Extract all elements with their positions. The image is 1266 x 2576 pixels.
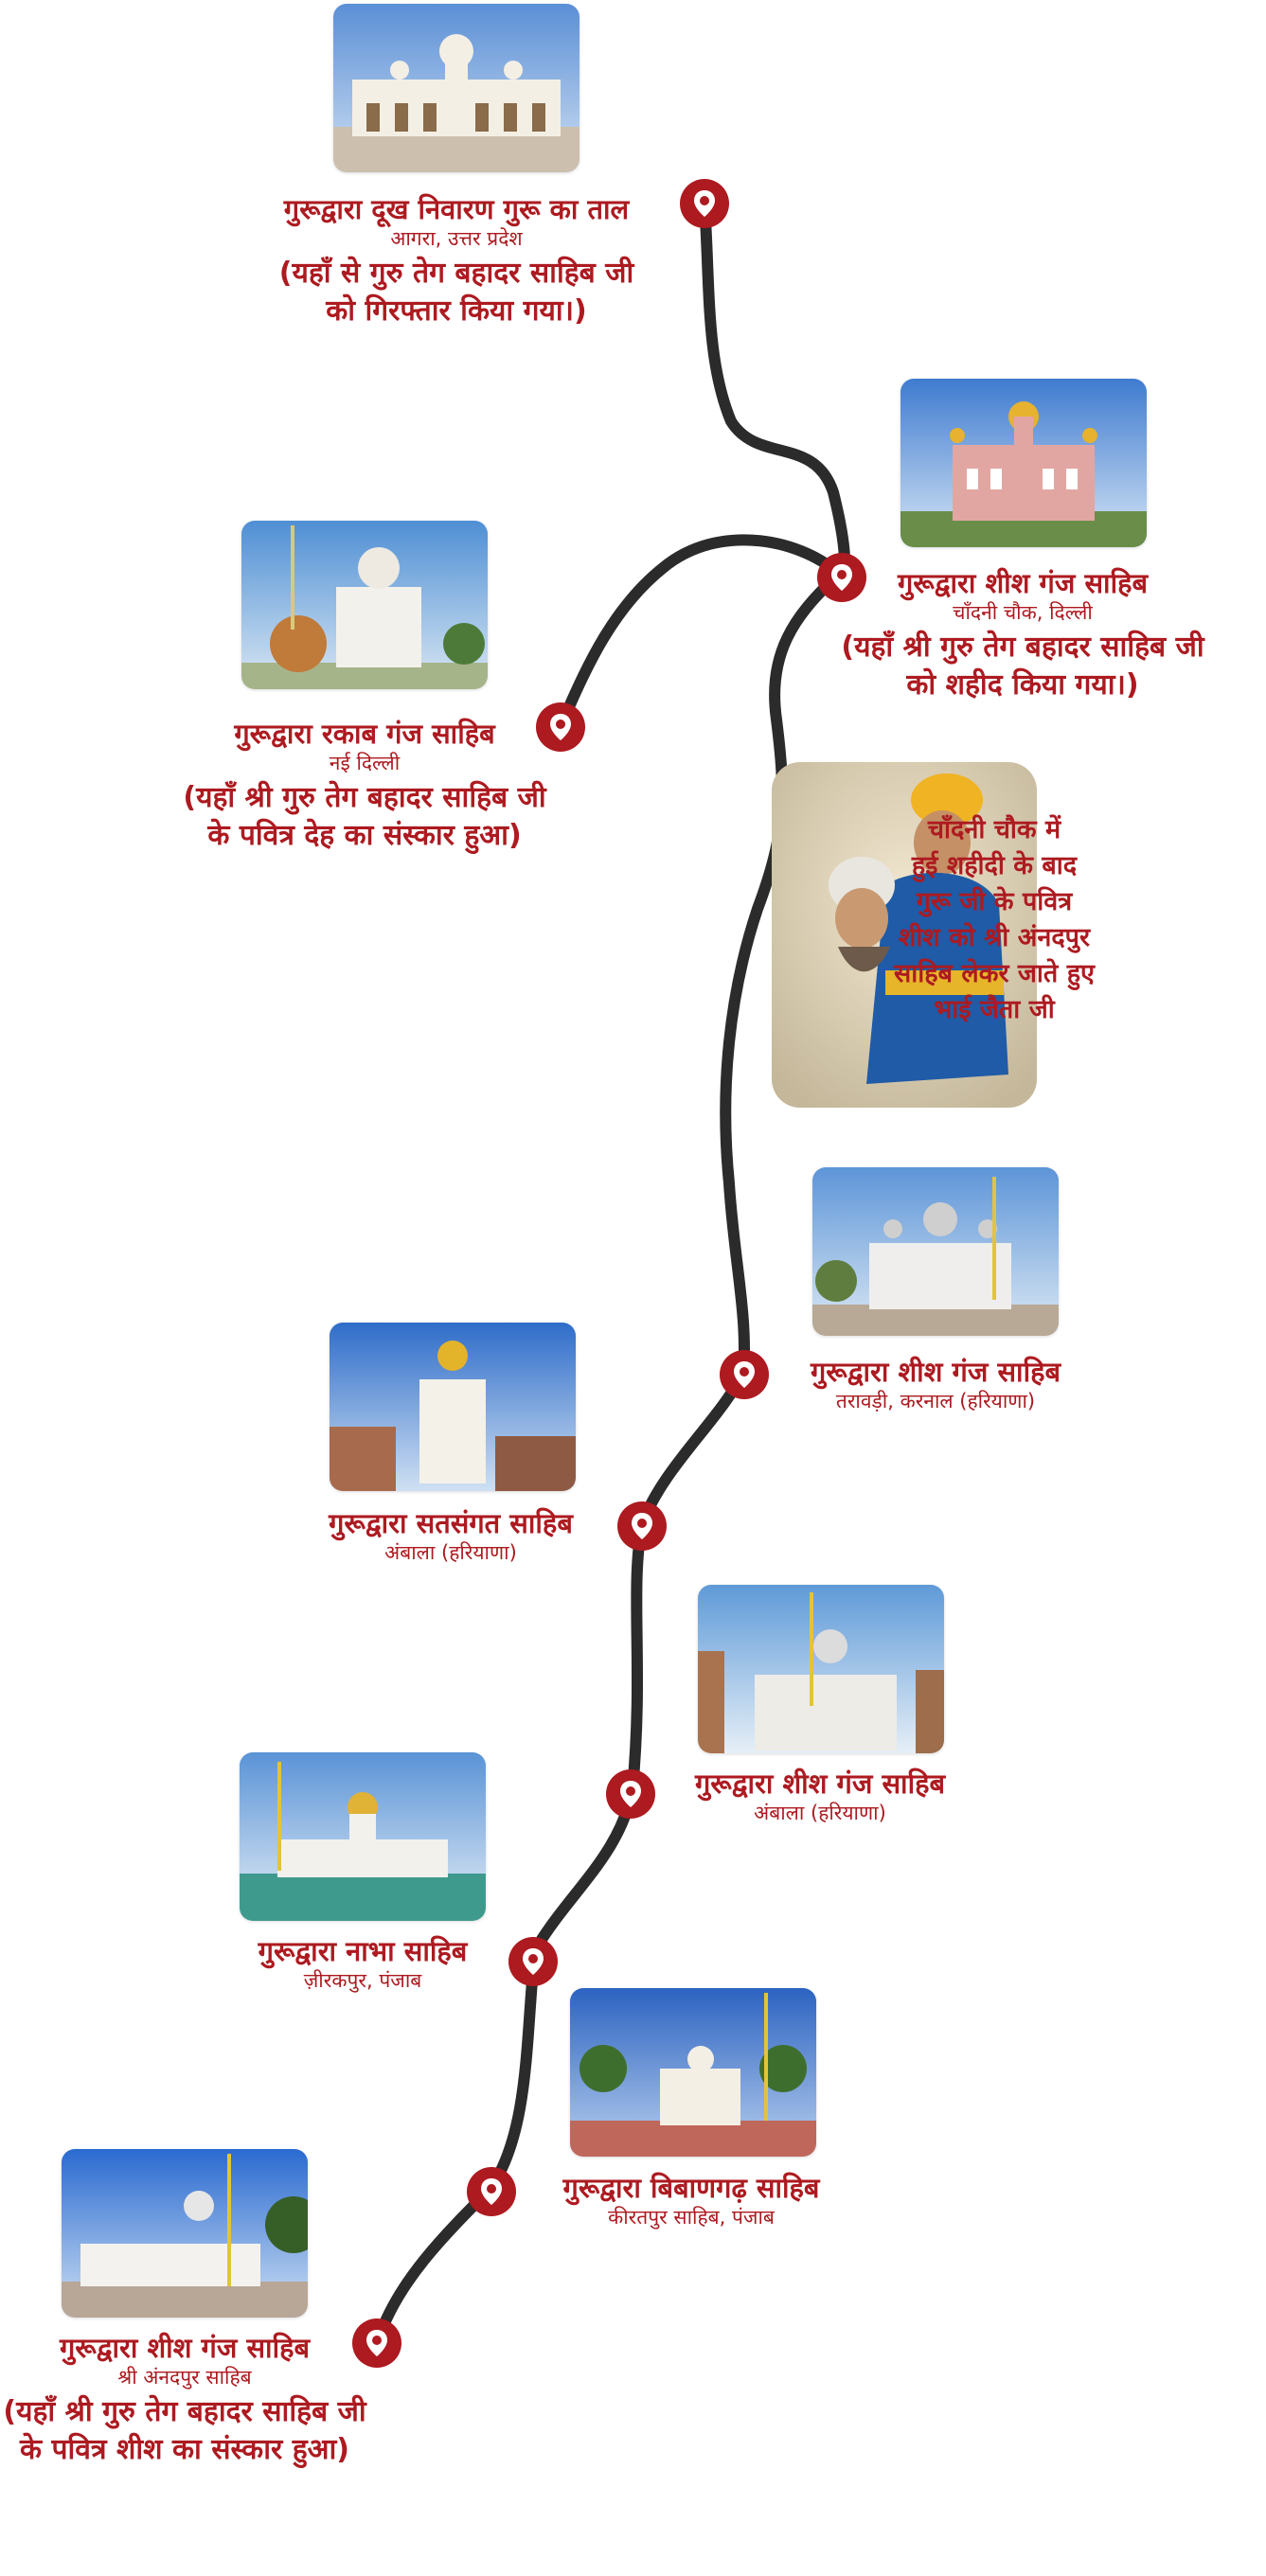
stop-place: कीरतपुर साहिब, पंजाब <box>608 2206 775 2229</box>
stop-note-line: (यहाँ से गुरु तेग बहादर साहिब जी <box>278 257 634 290</box>
story-line: साहिब लेकर जाते हुए <box>894 959 1095 988</box>
stop-note-line: के पवित्र शीश का संस्कार हुआ) <box>19 2433 350 2466</box>
photo-sheesh-ganj-taraori <box>812 1167 1059 1336</box>
stop-name: गुरूद्वारा शीश गंज साहिब <box>59 2332 311 2364</box>
stop-note-line: को गिरफ्तार किया गया।) <box>326 294 587 328</box>
stop-label: गुरूद्वारा शीश गंज साहिब श्री अंनदपुर सा… <box>3 2331 366 2469</box>
stop-note-line: को शहीद किया गया।) <box>906 668 1139 702</box>
photo-bibangarh <box>570 1988 816 2157</box>
photo-sheesh-ganj-ambala <box>698 1585 944 1753</box>
story-line: शीश को श्री अंनदपुर <box>898 923 1091 952</box>
stop-label: गुरूद्वारा शीश गंज साहिब चाँदनी चौक, दिल… <box>841 566 1204 704</box>
stop-label: गुरूद्वारा बिबाणगढ़ साहिब कीरतपुर साहिब,… <box>563 2171 820 2230</box>
photo-nabha <box>240 1752 486 1921</box>
stop-place: अंबाला (हरियाणा) <box>754 1802 886 1824</box>
photo-sheesh-ganj-anandpur <box>62 2149 308 2318</box>
pin-icon <box>465 2165 518 2218</box>
story-line: चाँदनी चौक में <box>927 815 1061 844</box>
pin-icon <box>507 1935 560 1988</box>
story-line: गुरू जी के पवित्र <box>916 887 1073 916</box>
stop-note: (यहाँ श्री गुरु तेग बहादर साहिब जी को शह… <box>841 629 1204 704</box>
stop-note: (यहाँ श्री गुरु तेग बहादर साहिब जी के पव… <box>183 779 545 855</box>
pin-icon <box>350 2317 403 2370</box>
stop-place: चाँदनी चौक, दिल्ली <box>953 601 1093 624</box>
stop-note-line: (यहाँ श्री गुरु तेग बहादर साहिब जी <box>841 631 1204 664</box>
stop-name: गुरूद्वारा नाभा साहिब <box>258 1935 468 1967</box>
stop-label: गुरूद्वारा शीश गंज साहिब अंबाला (हरियाणा… <box>695 1767 945 1825</box>
stop-label: गुरूद्वारा दूख निवारण गुरू का ताल आगरा, … <box>279 192 634 330</box>
stop-place: आगरा, उत्तर प्रदेश <box>390 227 523 250</box>
story-line: भाई जैता जी <box>934 995 1055 1024</box>
pin-icon <box>718 1348 771 1401</box>
stop-note-line: के पवित्र देह का संस्कार हुआ) <box>207 819 522 852</box>
photo-rakab-ganj <box>241 521 488 689</box>
stop-name: गुरूद्वारा सतसंगत साहिब <box>329 1507 573 1539</box>
story-caption: चाँदनी चौक में हुई शहीदी के बाद गुरू जी … <box>852 812 1136 1028</box>
pin-icon <box>534 701 587 754</box>
stop-note-line: (यहाँ श्री गुरु तेग बहादर साहिब जी <box>183 781 546 814</box>
photo-sheesh-ganj-delhi <box>900 379 1147 547</box>
stop-place: श्री अंनदपुर साहिब <box>117 2366 252 2389</box>
stop-place: नई दिल्ली <box>329 752 401 774</box>
stop-note-line: (यहाँ श्री गुरु तेग बहादर साहिब जी <box>3 2395 366 2428</box>
stop-label: गुरूद्वारा नाभा साहिब ज़ीरकपुर, पंजाब <box>259 1934 468 1993</box>
stop-place: ज़ीरकपुर, पंजाब <box>303 1969 422 1992</box>
stop-name: गुरूद्वारा रकाब गंज साहिब <box>234 718 495 750</box>
photo-dukh-niwaran <box>333 4 580 172</box>
stop-note: (यहाँ श्री गुरु तेग बहादर साहिब जी के पव… <box>3 2393 366 2469</box>
pin-icon <box>604 1768 657 1821</box>
stop-label: गुरूद्वारा शीश गंज साहिब तरावड़ी, करनाल … <box>811 1355 1061 1413</box>
bhai-jaita-painting <box>772 762 1037 1108</box>
stop-name: गुरूद्वारा शीश गंज साहिब <box>897 567 1149 599</box>
stop-name: गुरूद्वारा शीश गंज साहिब <box>810 1356 1061 1388</box>
stop-name: गुरूद्वारा बिबाणगढ़ साहिब <box>562 2172 820 2204</box>
stop-note: (यहाँ से गुरु तेग बहादर साहिब जी को गिरफ… <box>279 255 634 330</box>
stop-label: गुरूद्वारा सतसंगत साहिब अंबाला (हरियाणा) <box>329 1506 573 1565</box>
stop-label: गुरूद्वारा रकाब गंज साहिब नई दिल्ली (यहा… <box>183 717 545 855</box>
story-line: हुई शहीदी के बाद <box>911 851 1078 880</box>
stop-name: गुरूद्वारा दूख निवारण गुरू का ताल <box>283 193 630 225</box>
pin-icon <box>615 1500 669 1553</box>
stop-place: तरावड़ी, करनाल (हरियाणा) <box>835 1390 1036 1412</box>
photo-satsangat <box>330 1323 576 1491</box>
pin-icon <box>815 551 868 604</box>
stop-place: अंबाला (हरियाणा) <box>384 1541 517 1564</box>
stop-name: गुरूद्वारा शीश गंज साहिब <box>694 1768 946 1800</box>
pin-icon <box>678 177 731 230</box>
